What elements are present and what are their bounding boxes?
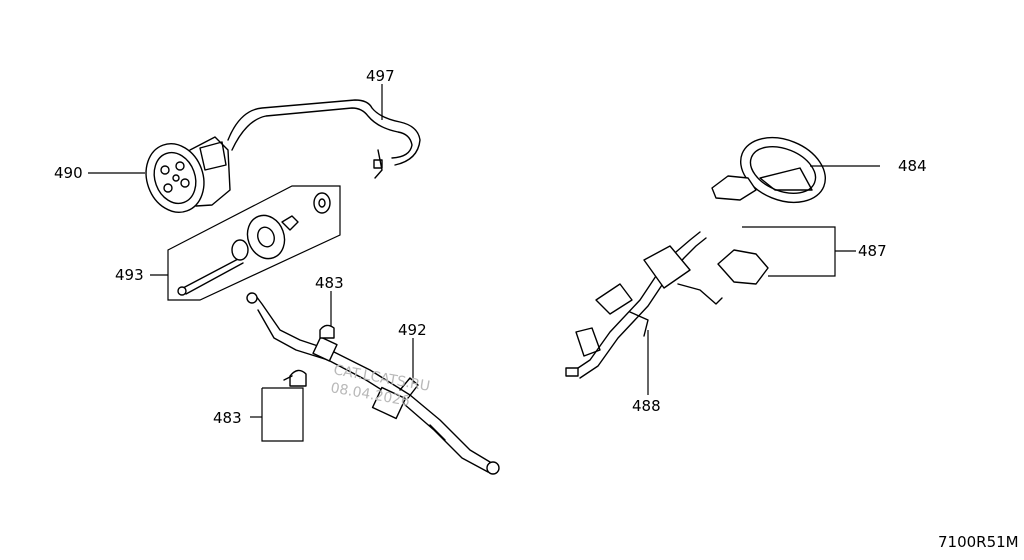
steering-wheel[interactable] xyxy=(731,126,835,215)
callout-483-upper: 483 xyxy=(315,274,344,292)
callout-488: 488 xyxy=(632,397,661,415)
rack-mounting-clamp-lower[interactable] xyxy=(283,369,307,387)
callout-492: 492 xyxy=(398,321,427,339)
column-cover-upper[interactable] xyxy=(711,175,757,201)
callout-497: 497 xyxy=(366,67,395,85)
leader-lines xyxy=(88,84,880,442)
power-steering-pump-pulley[interactable] xyxy=(137,136,231,221)
idler-pulley-kit[interactable] xyxy=(167,185,341,301)
power-steering-hose[interactable] xyxy=(227,99,421,179)
callout-490: 490 xyxy=(54,164,83,182)
steering-gear-rack[interactable] xyxy=(246,292,500,475)
diagram-code: 7100R51M xyxy=(938,533,1019,551)
callout-493: 493 xyxy=(115,266,144,284)
callout-487: 487 xyxy=(858,242,887,260)
steering-column-assembly[interactable] xyxy=(565,231,723,379)
column-cover-lower[interactable] xyxy=(717,249,769,285)
rack-mounting-clamp-upper[interactable] xyxy=(319,324,335,339)
callout-483-lower: 483 xyxy=(213,409,242,427)
callout-484: 484 xyxy=(898,157,927,175)
